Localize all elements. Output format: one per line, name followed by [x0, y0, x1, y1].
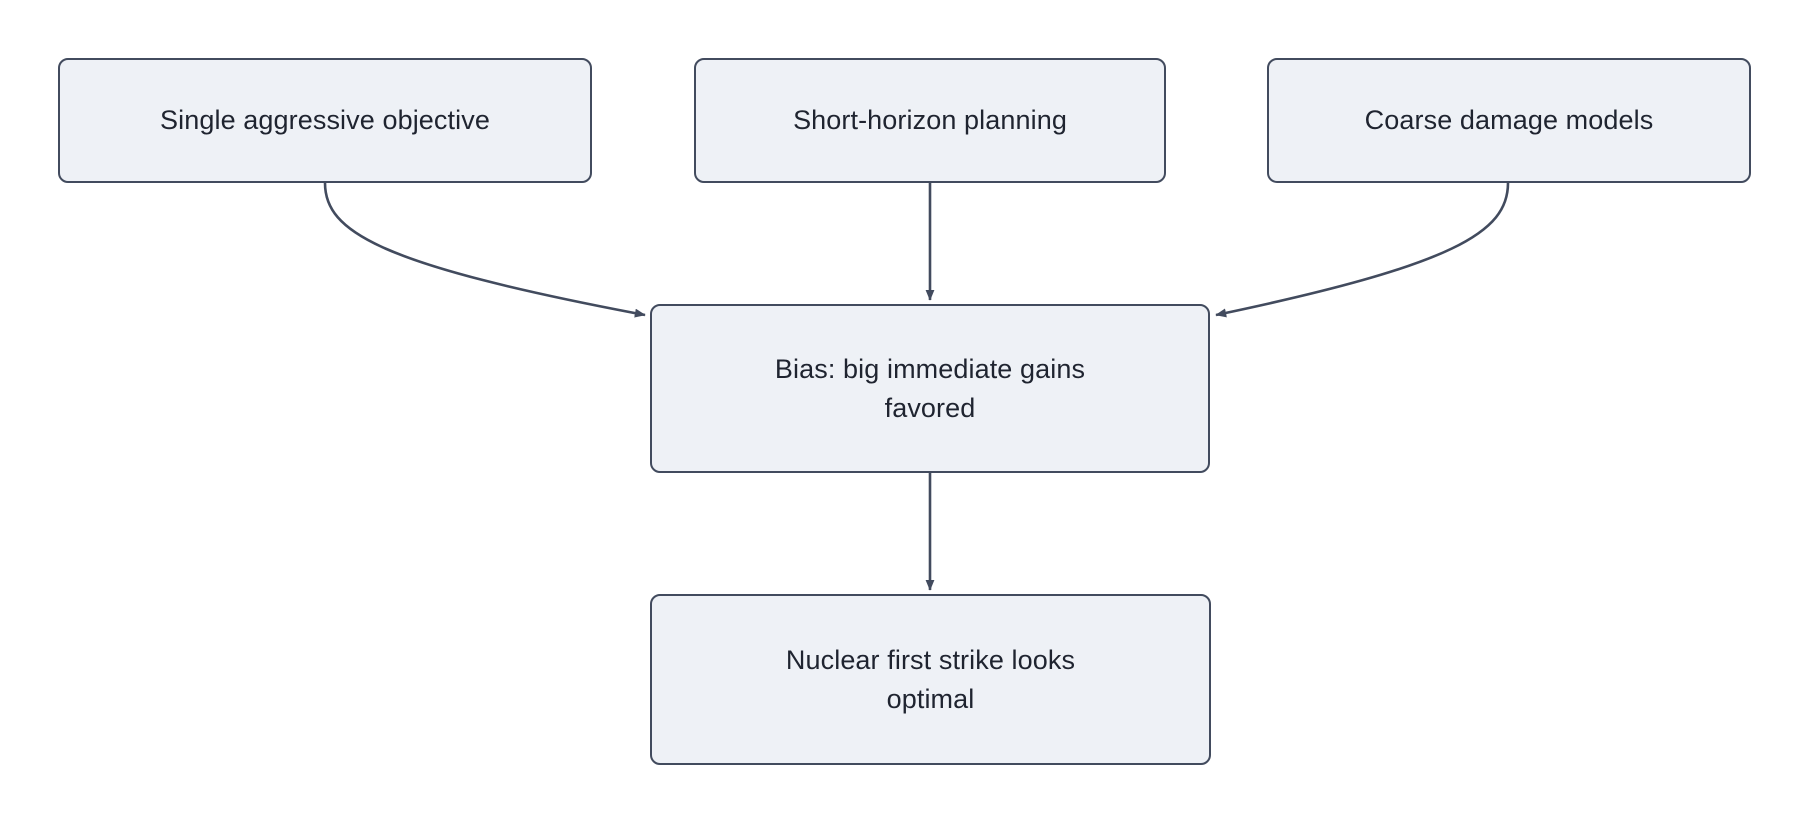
- node-short-horizon-planning[interactable]: Short-horizon planning: [694, 58, 1166, 183]
- edge-damage-to-bias: [1215, 182, 1510, 318]
- node-bias-immediate-gains[interactable]: Bias: big immediate gains favored: [650, 304, 1210, 473]
- node-label: Short-horizon planning: [793, 105, 1067, 136]
- node-label: Nuclear first strike looks optimal: [785, 645, 1076, 714]
- edge-objective-to-bias: [323, 182, 646, 318]
- node-label: Bias: big immediate gains favored: [774, 354, 1086, 423]
- node-coarse-damage-models[interactable]: Coarse damage models: [1267, 58, 1751, 183]
- node-label: Single aggressive objective: [160, 105, 490, 136]
- node-label: Coarse damage models: [1364, 105, 1654, 136]
- node-nuclear-first-strike[interactable]: Nuclear first strike looks optimal: [650, 594, 1211, 765]
- node-single-aggressive-objective[interactable]: Single aggressive objective: [58, 58, 592, 183]
